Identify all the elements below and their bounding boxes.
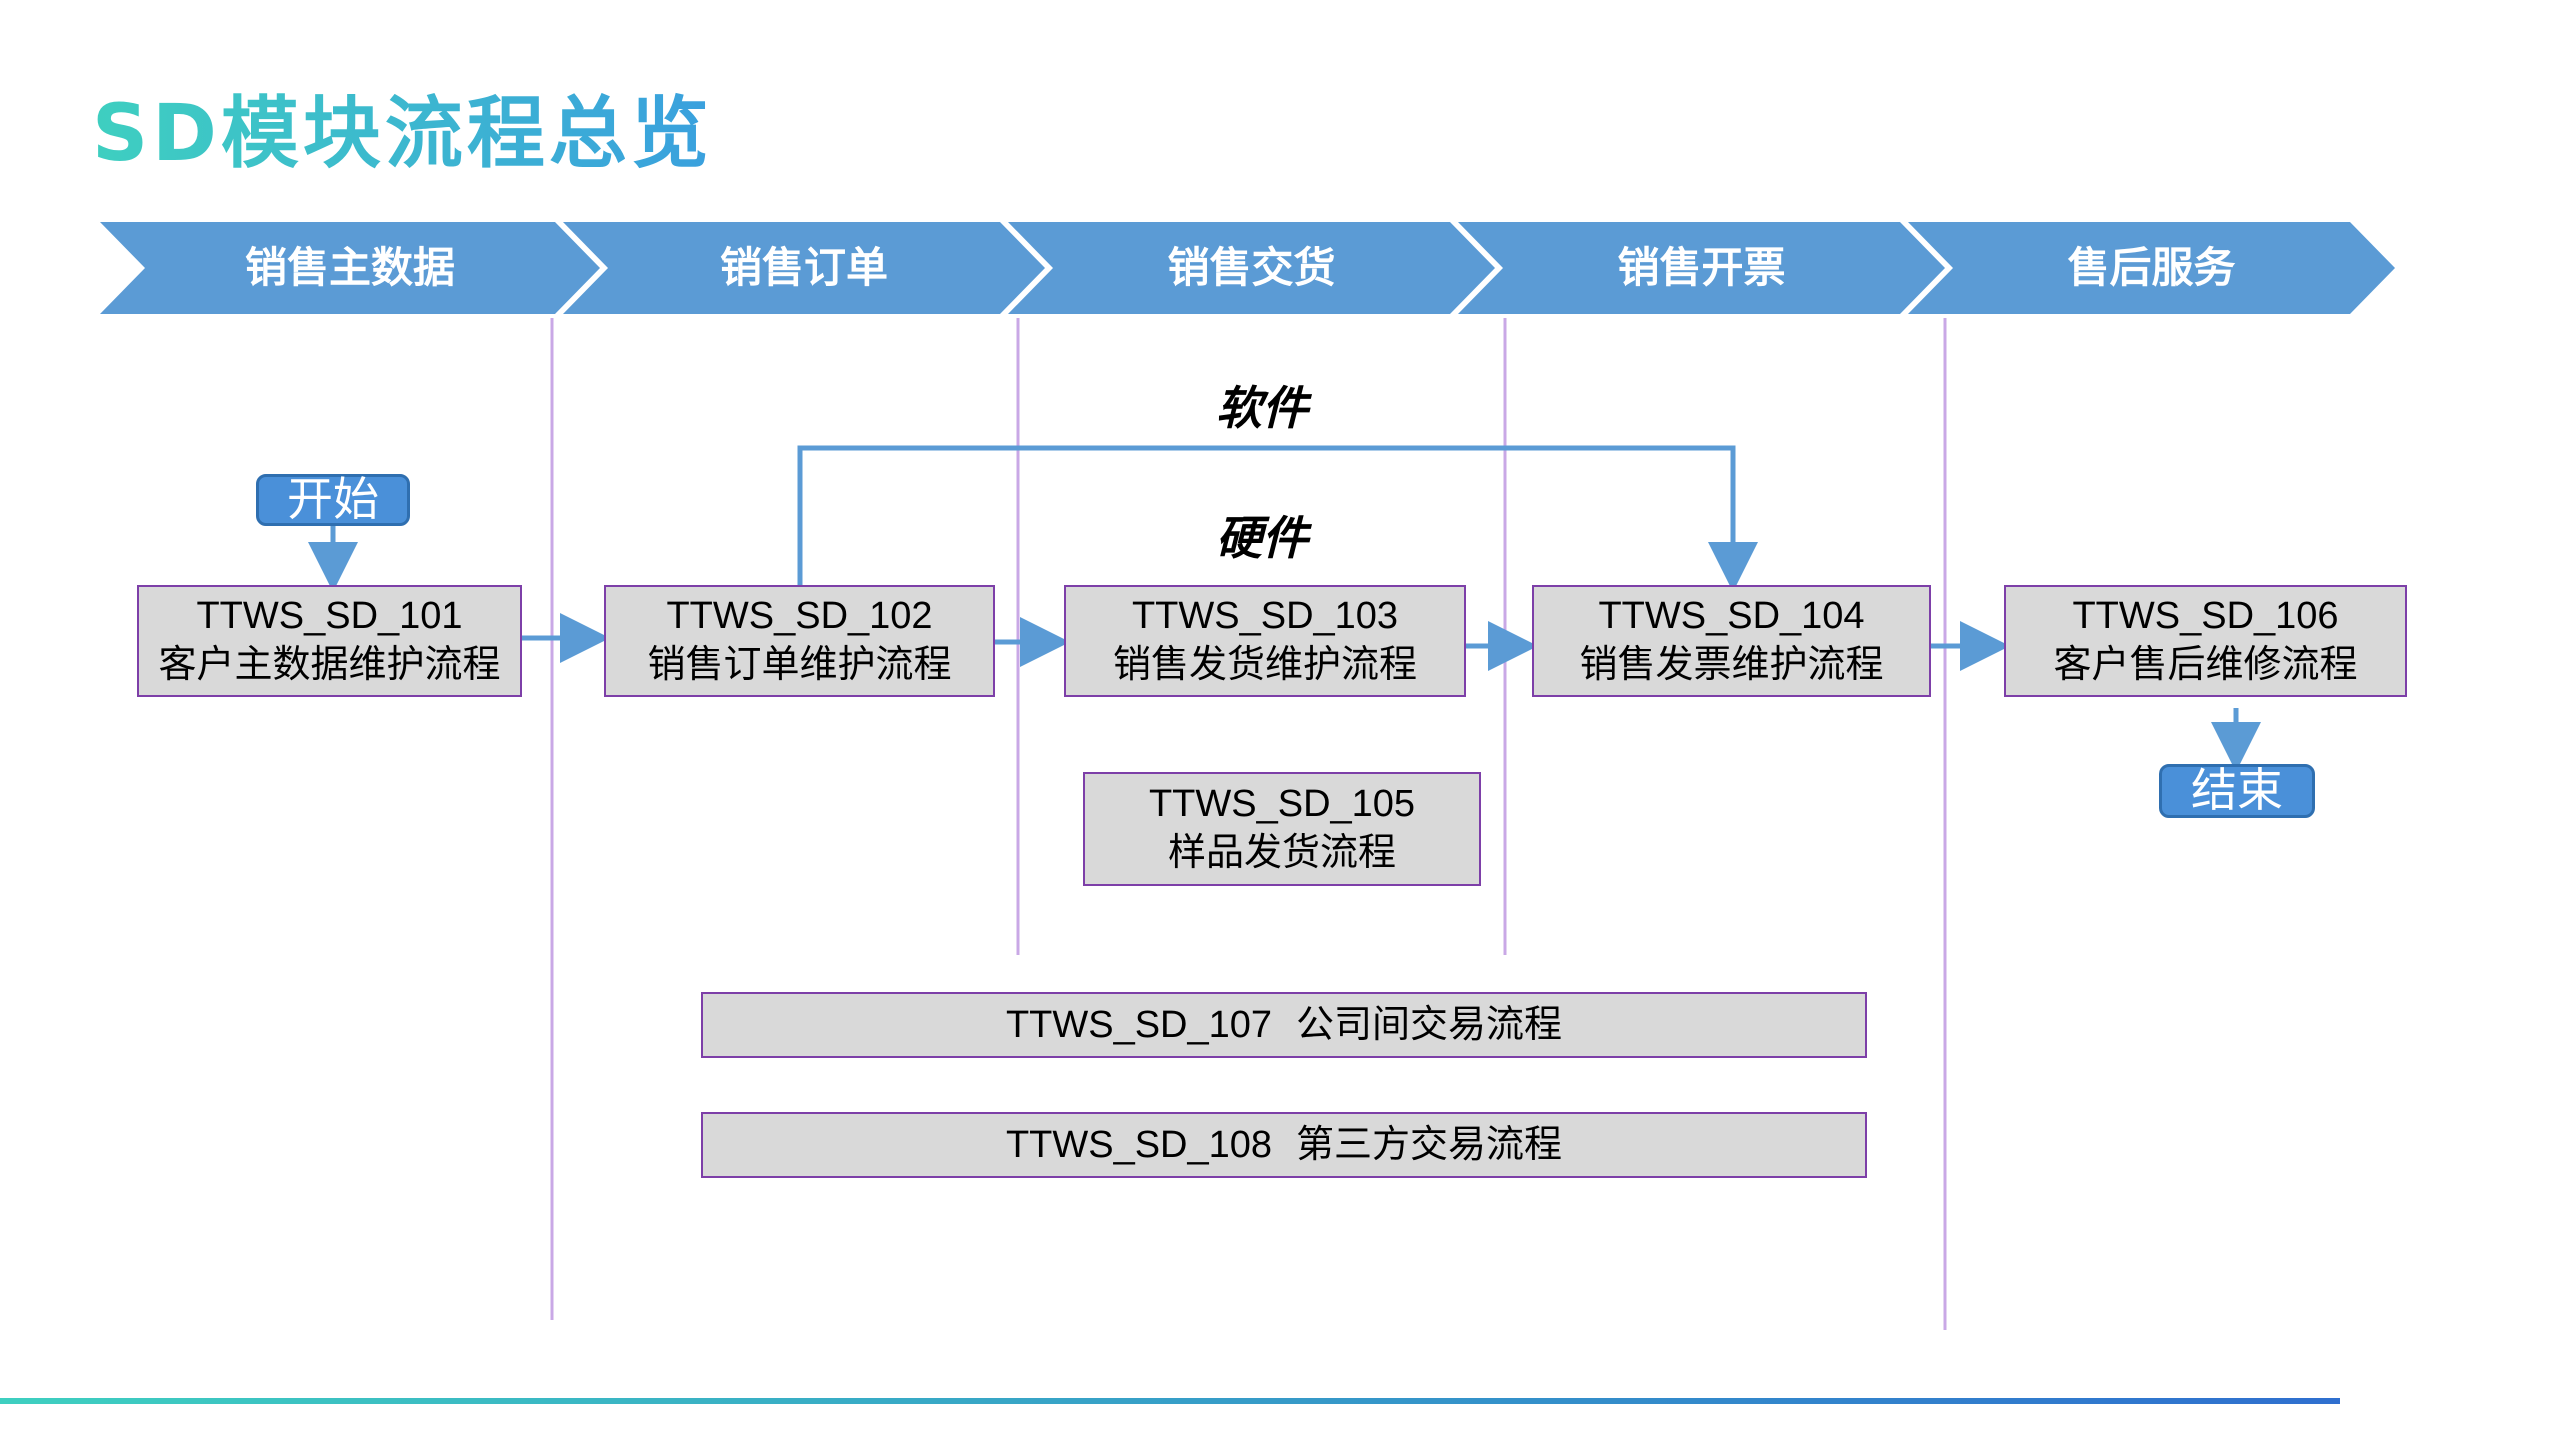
process-code: TTWS_SD_106 [2072, 595, 2339, 638]
process-box-102[interactable]: TTWS_SD_102 销售订单维护流程 [604, 585, 995, 697]
hardware-label: 硬件 [1216, 511, 1308, 565]
process-code: TTWS_SD_105 [1148, 783, 1416, 826]
process-name: 样品发货流程 [1167, 832, 1396, 874]
footer-accent-line [0, 1398, 2340, 1404]
process-code: TTWS_SD_104 [1598, 595, 1865, 638]
process-box-105[interactable]: TTWS_SD_105 样品发货流程 [1083, 772, 1481, 886]
process-box-106[interactable]: TTWS_SD_106 客户售后维修流程 [2004, 585, 2407, 697]
phase-chevron-1 [100, 222, 600, 314]
phase-label-billing: 销售开票 [1617, 243, 1786, 292]
process-name: 销售发票维护流程 [1579, 644, 1884, 686]
process-name: 第三方交易流程 [1296, 1123, 1563, 1166]
phase-chevron-4 [1458, 222, 1945, 314]
phase-label-delivery: 销售交货 [1167, 243, 1336, 292]
process-box-101[interactable]: TTWS_SD_101 客户主数据维护流程 [137, 585, 522, 697]
phase-band [100, 222, 2395, 314]
page-title: SD模块流程总览 [92, 88, 713, 182]
end-node: 结束 [2159, 764, 2315, 818]
phase-label-after-sales: 售后服务 [2067, 243, 2236, 292]
process-code: TTWS_SD_108 [1005, 1123, 1273, 1166]
process-code: TTWS_SD_103 [1131, 595, 1399, 638]
process-name: 客户主数据维护流程 [158, 644, 501, 686]
process-name: 公司间交易流程 [1296, 1003, 1563, 1046]
process-name: 客户售后维修流程 [2053, 644, 2358, 686]
start-node: 开始 [256, 474, 410, 526]
software-label: 软件 [1216, 381, 1308, 435]
process-name: 销售发货维护流程 [1112, 644, 1417, 686]
phase-chevron-3 [1008, 222, 1495, 314]
process-code: TTWS_SD_107 [1005, 1003, 1273, 1046]
software-bypass-connector [797, 445, 1758, 592]
process-code: TTWS_SD_102 [666, 595, 933, 638]
process-code: TTWS_SD_101 [196, 595, 463, 638]
process-box-108[interactable]: TTWS_SD_108 第三方交易流程 [701, 1112, 1867, 1178]
process-box-107[interactable]: TTWS_SD_107 公司间交易流程 [701, 992, 1867, 1058]
process-box-103[interactable]: TTWS_SD_103 销售发货维护流程 [1064, 585, 1466, 697]
phase-chevron-2 [563, 222, 1045, 314]
phase-chevron-5 [1908, 222, 2395, 314]
phase-label-master-data: 销售主数据 [244, 243, 455, 292]
process-box-104[interactable]: TTWS_SD_104 销售发票维护流程 [1532, 585, 1931, 697]
phase-label-sales-order: 销售订单 [719, 243, 888, 292]
process-name: 销售订单维护流程 [647, 644, 952, 686]
